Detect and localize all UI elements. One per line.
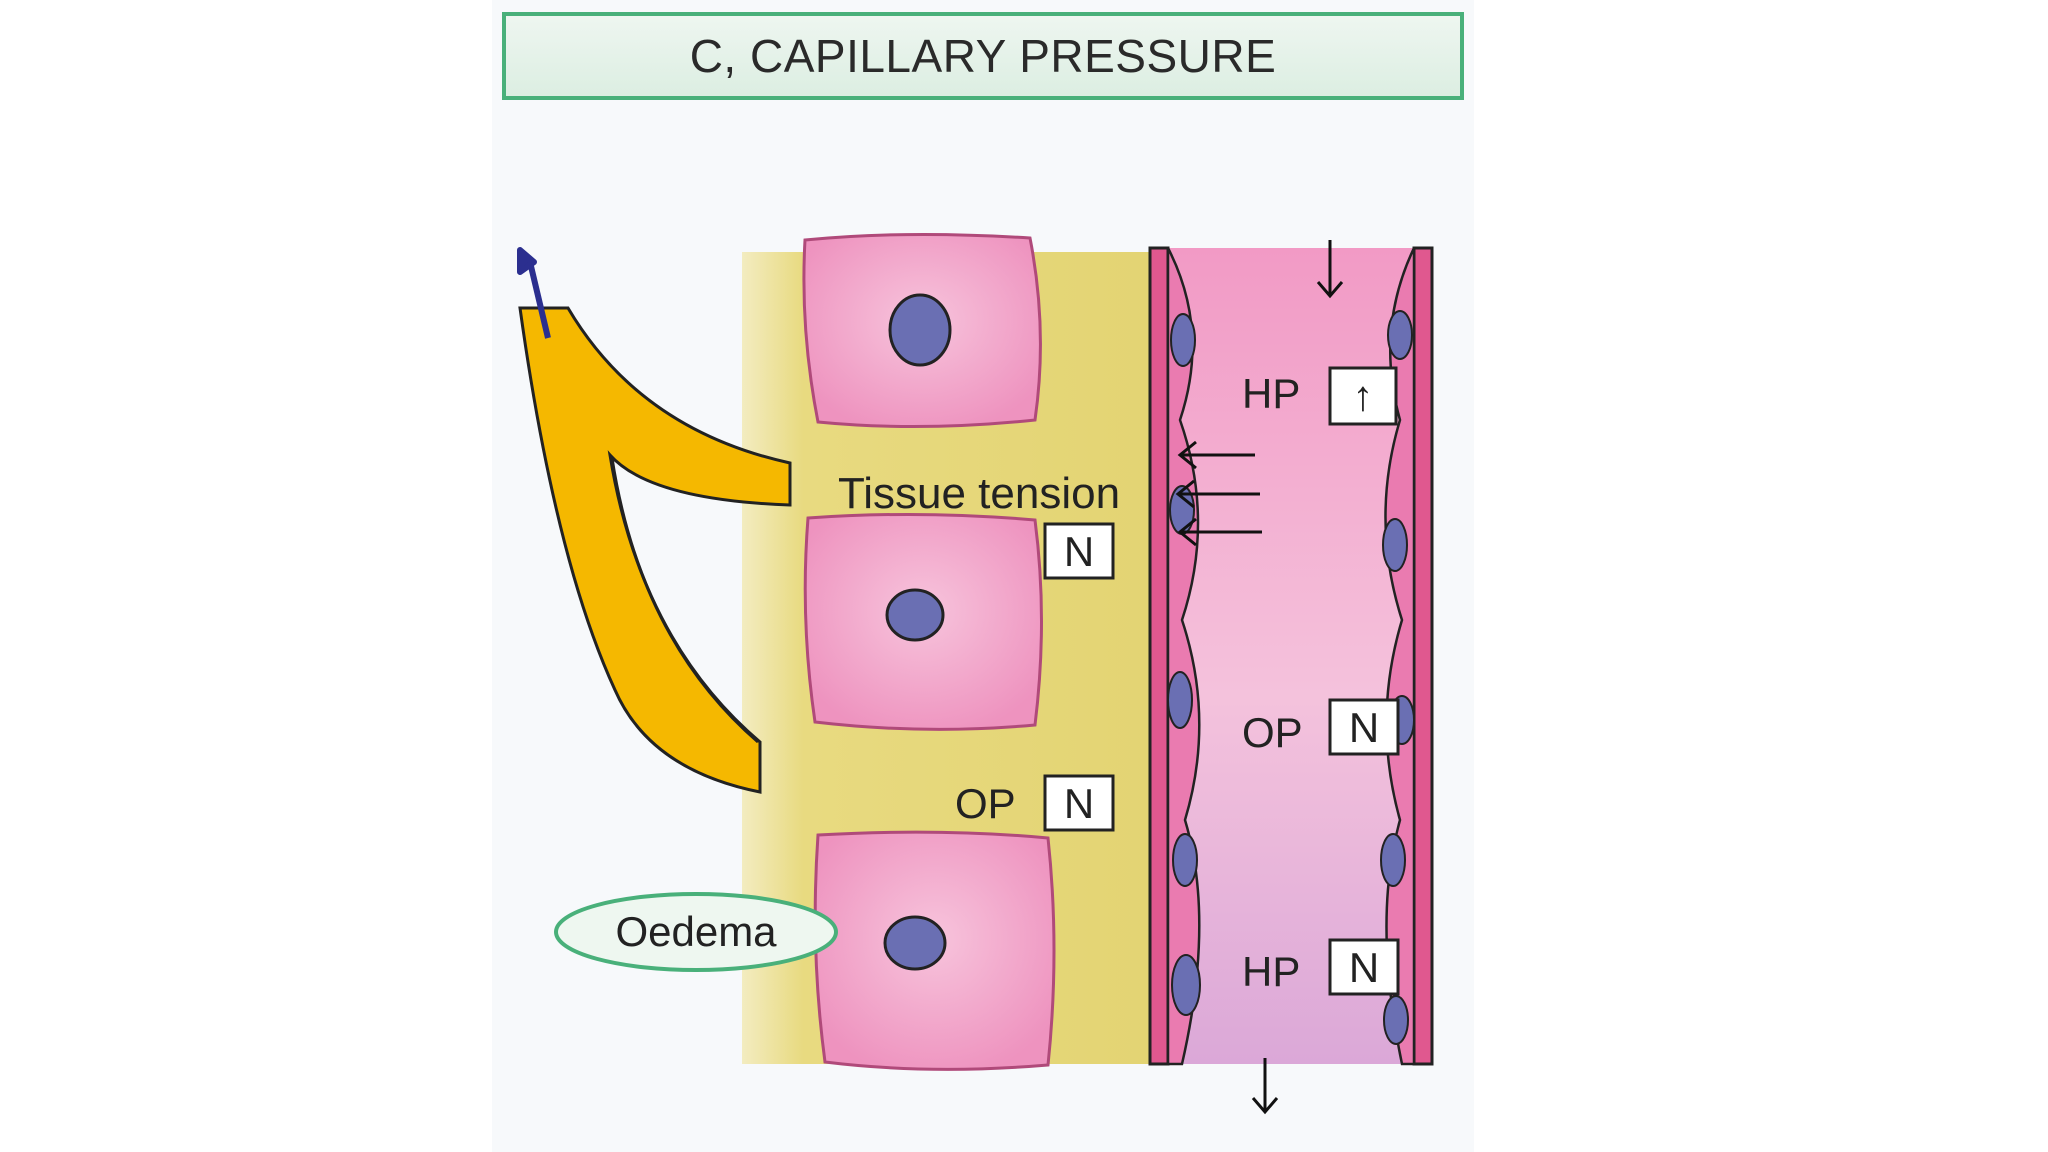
cell-nucleus (888, 293, 952, 367)
tissue-value-box (1043, 522, 1115, 580)
filtration-arrows (1175, 440, 1262, 547)
op-left-value-box (1043, 774, 1115, 832)
tissue-value: N (1064, 528, 1094, 575)
endothelial-nucleus (1380, 833, 1406, 887)
op-left-value: N (1064, 780, 1094, 827)
op-right-value: N (1349, 704, 1379, 751)
oedema-label: Oedema (615, 908, 777, 955)
lymphatic-vessel (518, 306, 792, 794)
endothelial-nucleus (1387, 310, 1413, 360)
tissue-cell (813, 830, 1056, 1071)
hp-bottom-value: N (1349, 944, 1379, 991)
op-right-value-box (1328, 698, 1400, 756)
endothelial-nucleus (1170, 313, 1196, 367)
hp-top-label: HP (1242, 370, 1300, 417)
op-left-label: OP (955, 780, 1016, 827)
hp-bottom-value-box (1328, 938, 1400, 996)
endothelial-nucleus (1383, 995, 1409, 1045)
cell-nucleus (885, 588, 945, 642)
hp-bottom-label: HP (1242, 948, 1300, 995)
hp-top-value-box (1328, 366, 1398, 426)
op-right-label: OP (1242, 709, 1303, 756)
cell-nucleus (883, 915, 947, 971)
endothelial-nucleus (1382, 518, 1408, 572)
capillary (1148, 246, 1434, 1066)
endothelial-nucleus (1172, 833, 1198, 887)
endothelial-nucleus (1167, 671, 1193, 729)
blood-flow-out-arrow (1251, 1058, 1279, 1115)
tissue-cell (802, 232, 1042, 429)
endothelial-nucleus (1171, 954, 1201, 1016)
tissue-cell (803, 512, 1043, 731)
blood-flow-in-arrow (1316, 240, 1344, 299)
title-banner: C, CAPILLARY PRESSURE (502, 12, 1464, 100)
lymph-flow-arrow (517, 247, 551, 339)
diagram-title: C, CAPILLARY PRESSURE (689, 30, 1277, 82)
oedema-callout (554, 892, 838, 972)
tissue-tension-label: Tissue tension (838, 469, 1120, 518)
hp-top-value: ↑ (1353, 372, 1374, 419)
